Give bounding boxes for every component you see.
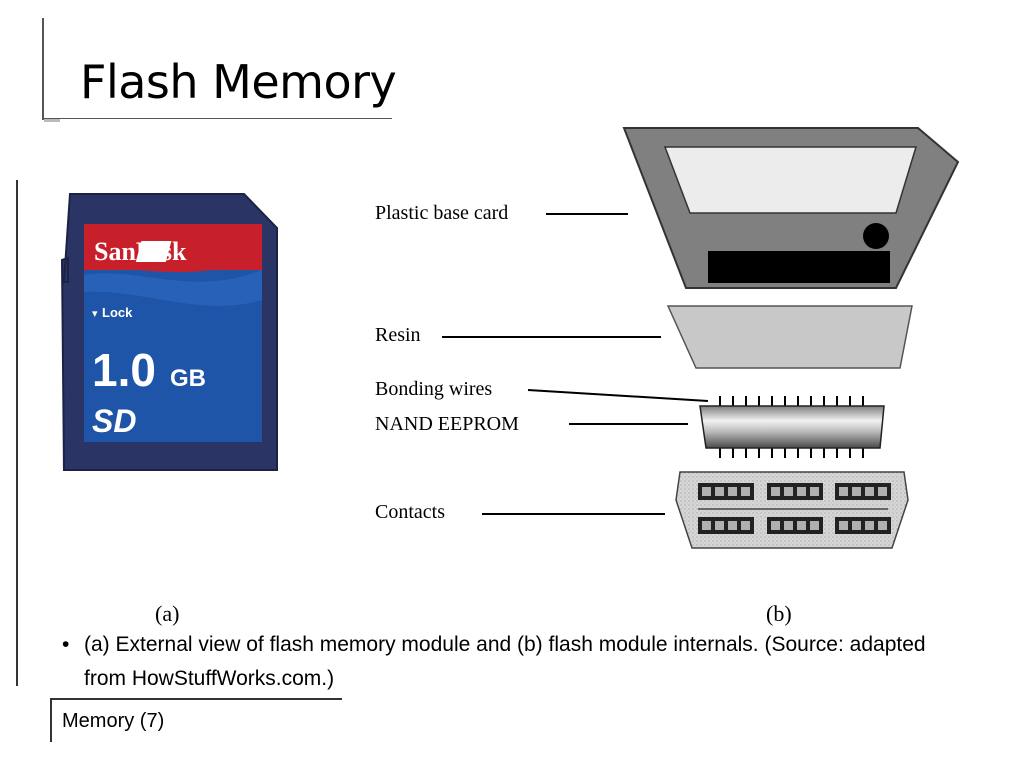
panel-label-a: (a): [155, 601, 179, 626]
sd-card-capacity-unit: GB: [170, 365, 206, 392]
footer-left-rule: [50, 698, 52, 742]
nand-eeprom-chip: [699, 396, 885, 458]
sd-card-image: SanDisk ▾ Lock 1.0 GB SD: [60, 193, 278, 471]
sd-card-logo: SD: [92, 403, 136, 439]
title-left-rule: [42, 18, 44, 120]
slide-title: Flash Memory: [80, 55, 397, 109]
content-left-rule: [16, 180, 18, 686]
label-resin: Resin: [375, 324, 421, 346]
title-frame: [42, 18, 392, 122]
label-bonding-wires: Bonding wires: [375, 378, 492, 400]
title-underline: [42, 118, 392, 119]
slide-footer: Memory (7): [62, 710, 165, 732]
resin-shape: [666, 305, 913, 369]
sd-card-capacity: 1.0: [92, 344, 156, 396]
label-plastic-base-card: Plastic base card: [375, 202, 508, 224]
sd-card-brand-band: [84, 224, 262, 270]
caption-text: (a) External view of flash memory module…: [84, 633, 926, 690]
flash-memory-figure: SanDisk ▾ Lock 1.0 GB SD: [60, 127, 960, 626]
sd-card-lock-label: Lock: [102, 305, 133, 320]
contacts-shape: [675, 471, 909, 549]
sd-card-brand-mark: [135, 241, 234, 262]
footer-top-rule: [50, 698, 342, 700]
plastic-base-card-shape: [622, 127, 960, 289]
title-rule-shadow: [44, 119, 60, 122]
caption-bullet-item: • (a) External view of flash memory modu…: [62, 628, 962, 696]
panel-label-b: (b): [766, 601, 792, 626]
svg-text:▾: ▾: [92, 308, 98, 320]
leader-bonding-wires: [527, 389, 709, 402]
bullet-icon: •: [62, 633, 70, 656]
footer-frame: [50, 698, 342, 742]
label-nand-eeprom: NAND EEPROM: [375, 413, 519, 435]
label-contacts: Contacts: [375, 501, 445, 523]
